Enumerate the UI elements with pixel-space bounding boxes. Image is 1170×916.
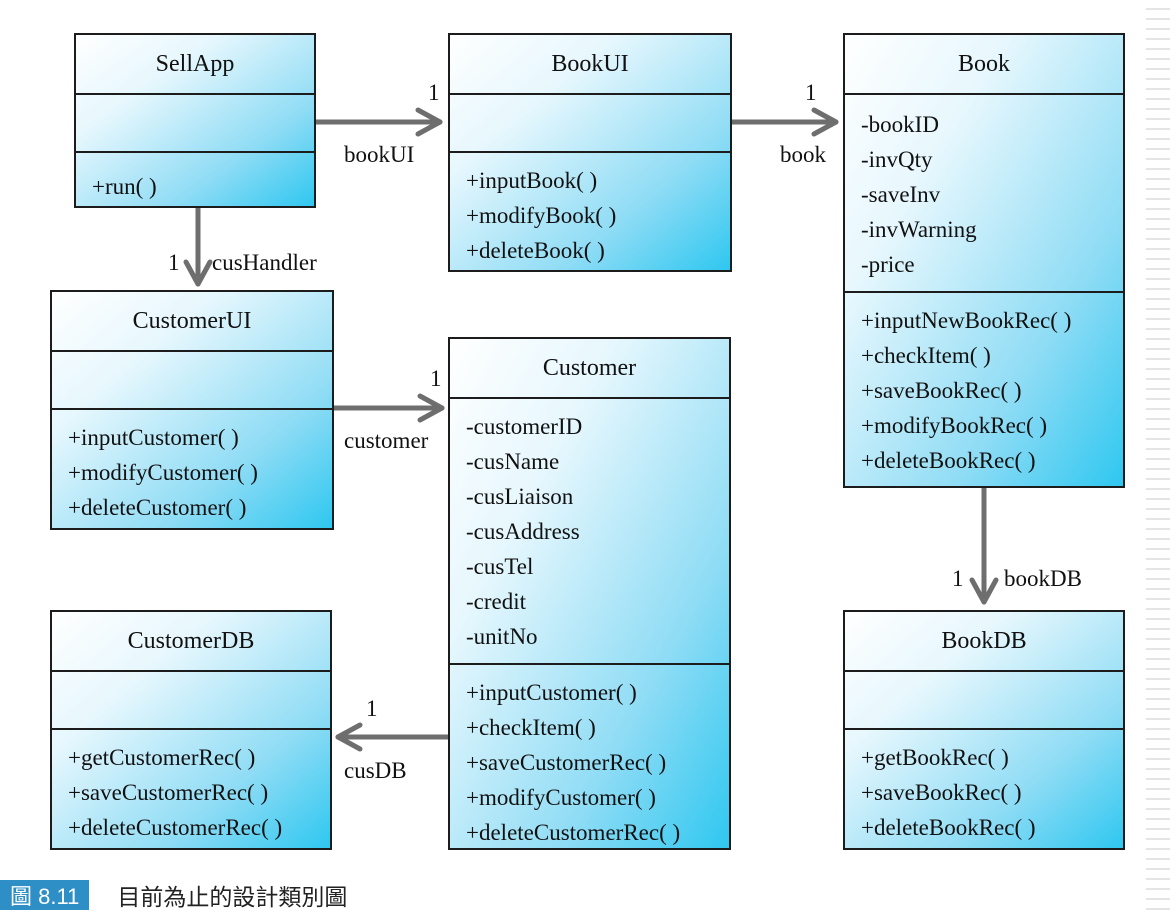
class-name: SellApp: [155, 50, 235, 77]
attributes-compartment: [76, 93, 314, 151]
class-name: Customer: [542, 354, 637, 381]
method-modify-book: +modifyBook( ): [466, 203, 617, 228]
method-check-item: +checkItem( ): [466, 715, 596, 740]
class-customerdb: CustomerDB +getCustomerRec( ) +saveCusto…: [50, 610, 332, 850]
attribute-save-inv: -saveInv: [861, 182, 941, 207]
method-modify-customer: +modifyCustomer( ): [68, 460, 258, 485]
role-bookdb: bookDB: [1004, 566, 1082, 591]
class-name: CustomerUI: [132, 307, 252, 334]
attributes-compartment: -bookID -invQty -saveInv -invWarning -pr…: [845, 93, 1123, 291]
methods-compartment: +inputNewBookRec( ) +checkItem( ) +saveB…: [845, 291, 1123, 478]
role-cushandler: cusHandler: [212, 250, 317, 275]
class-bookdb: BookDB +getBookRec( ) +saveBookRec( ) +d…: [843, 610, 1125, 850]
class-sellapp: SellApp +run( ): [74, 33, 316, 208]
method-input-customer: +inputCustomer( ): [466, 680, 637, 705]
attribute-cus-name: -cusName: [466, 449, 560, 474]
attributes-compartment: [450, 93, 730, 151]
arrowhead-bookdb: [969, 577, 999, 605]
methods-compartment: +inputCustomer( ) +modifyCustomer( ) +de…: [52, 408, 332, 525]
method-delete-customer: +deleteCustomer( ): [68, 495, 247, 520]
method-modify-book-rec: +modifyBookRec( ): [861, 413, 1048, 438]
method-save-book-rec: +saveBookRec( ): [861, 780, 1022, 805]
multiplicity-customerui: 1: [168, 250, 180, 275]
role-bookui: bookUI: [344, 142, 415, 167]
method-delete-book-rec: +deleteBookRec( ): [861, 448, 1036, 473]
multiplicity-customer: 1: [430, 366, 442, 391]
method-delete-customer-rec: +deleteCustomerRec( ): [466, 820, 681, 845]
method-input-new-book-rec: +inputNewBookRec( ): [861, 308, 1072, 333]
multiplicity-customerdb: 1: [366, 696, 378, 721]
method-delete-customer-rec: +deleteCustomerRec( ): [68, 815, 283, 840]
attribute-price: -price: [861, 252, 915, 277]
arrowhead-customerdb: [335, 722, 363, 752]
class-name: Book: [957, 50, 1010, 77]
attribute-credit: -credit: [466, 589, 527, 614]
method-get-customer-rec: +getCustomerRec( ): [68, 745, 256, 770]
methods-compartment: +getCustomerRec( ) +saveCustomerRec( ) +…: [52, 728, 330, 845]
class-customerui: CustomerUI +inputCustomer( ) +modifyCust…: [50, 290, 334, 530]
attributes-compartment: -customerID -cusName -cusLiaison -cusAdd…: [450, 397, 729, 663]
multiplicity-book: 1: [805, 80, 817, 105]
multiplicity-bookui: 1: [428, 80, 440, 105]
attribute-inv-qty: -invQty: [861, 147, 933, 172]
page-edge-pattern: [1146, 0, 1170, 916]
attribute-unit-no: -unitNo: [466, 624, 538, 649]
role-customer: customer: [344, 428, 429, 453]
method-input-customer: +inputCustomer( ): [68, 425, 239, 450]
method-input-book: +inputBook( ): [466, 168, 598, 193]
method-save-customer-rec: +saveCustomerRec( ): [68, 780, 269, 805]
arrowhead-customer: [417, 393, 445, 423]
method-modify-customer: +modifyCustomer( ): [466, 785, 656, 810]
method-save-book-rec: +saveBookRec( ): [861, 378, 1022, 403]
method-delete-book-rec: +deleteBookRec( ): [861, 815, 1036, 840]
class-book: Book -bookID -invQty -saveInv -invWarnin…: [843, 33, 1125, 488]
arrowhead-book: [811, 107, 839, 137]
method-check-item: +checkItem( ): [861, 343, 991, 368]
class-name: CustomerDB: [127, 627, 255, 654]
role-book: book: [780, 142, 826, 167]
methods-compartment: +inputBook( ) +modifyBook( ) +deleteBook…: [450, 151, 730, 268]
class-bookui: BookUI +inputBook( ) +modifyBook( ) +del…: [448, 33, 732, 272]
method-save-customer-rec: +saveCustomerRec( ): [466, 750, 667, 775]
figure-title: 目前為止的設計類別圖: [117, 885, 348, 911]
role-cusdb: cusDB: [344, 758, 407, 783]
arrowhead-bookui: [415, 107, 443, 137]
multiplicity-bookdb: 1: [952, 566, 964, 591]
attribute-cus-address: -cusAddress: [466, 519, 580, 544]
attributes-compartment: [52, 350, 332, 408]
method-run: +run( ): [92, 174, 157, 199]
method-delete-book: +deleteBook( ): [466, 238, 605, 263]
attribute-cus-liaison: -cusLiaison: [466, 484, 574, 509]
attributes-compartment: [52, 670, 330, 728]
methods-compartment: +inputCustomer( ) +checkItem( ) +saveCus…: [450, 663, 729, 850]
method-get-book-rec: +getBookRec( ): [861, 745, 1009, 770]
methods-compartment: +run( ): [76, 151, 314, 204]
attribute-customer-id: -customerID: [466, 414, 583, 439]
figure-number-badge: 圖 8.11: [0, 880, 90, 910]
attributes-compartment: [845, 670, 1123, 728]
arrowhead-customerui: [183, 259, 213, 287]
attribute-cus-tel: -cusTel: [466, 554, 534, 579]
attribute-inv-warning: -invWarning: [861, 217, 977, 242]
class-customer: Customer -customerID -cusName -cusLiaiso…: [448, 337, 731, 850]
methods-compartment: +getBookRec( ) +saveBookRec( ) +deleteBo…: [845, 728, 1123, 845]
attribute-book-id: -bookID: [861, 112, 939, 137]
class-name: BookUI: [551, 50, 629, 77]
class-name: BookDB: [941, 627, 1027, 654]
figure-caption: 圖 8.11 目前為止的設計類別圖: [0, 878, 347, 912]
